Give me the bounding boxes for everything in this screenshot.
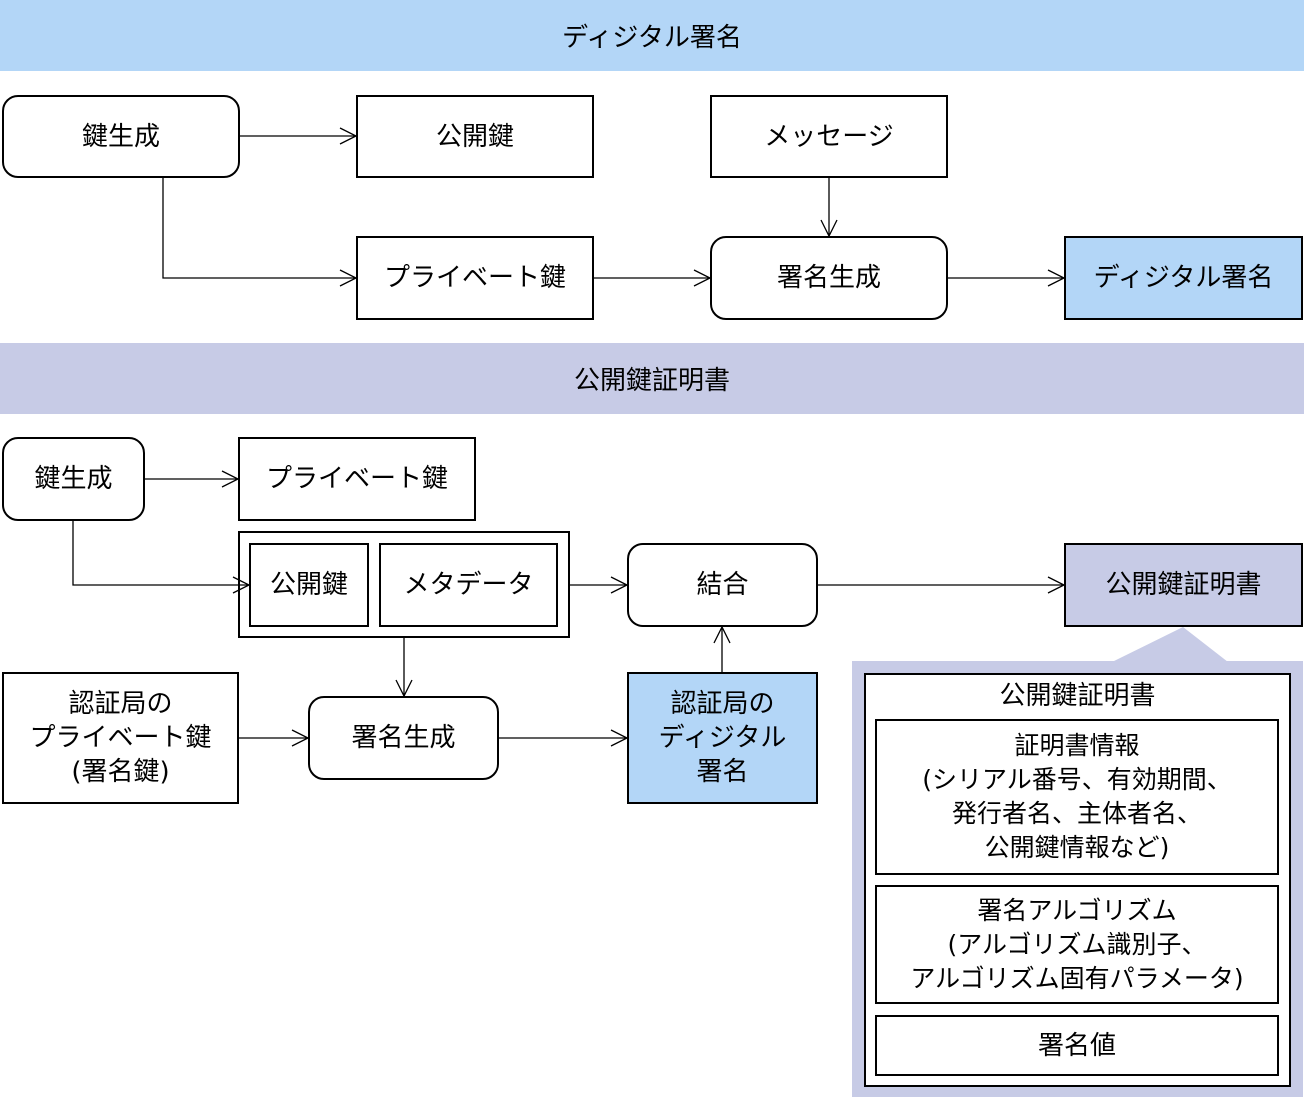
detail-signature-algorithm: 署名アルゴリズム (アルゴリズム識別子、 アルゴリズム固有パラメータ): [875, 885, 1279, 1004]
section-title-public-key-certificate: 公開鍵証明書: [573, 366, 730, 396]
node-digital-signature-label: ディジタル署名: [1093, 263, 1274, 293]
detail-signature-value: 署名値: [875, 1015, 1279, 1076]
node-public-key: 公開鍵: [356, 95, 594, 178]
detail-cert-info: 証明書情報 (シリアル番号、有効期間、 発行者名、主体者名、 公開鍵情報など): [875, 719, 1279, 875]
node-private-key: プライベート鍵: [356, 236, 594, 320]
node-signature-generation: 署名生成: [710, 236, 948, 320]
node-cert-private-key: プライベート鍵: [238, 437, 476, 521]
detail-signature-algorithm-label: 署名アルゴリズム (アルゴリズム識別子、 アルゴリズム固有パラメータ): [910, 895, 1244, 993]
certificate-detail-title: 公開鍵証明書: [999, 681, 1156, 711]
node-cert-public-key: 公開鍵: [249, 543, 369, 627]
node-public-key-certificate: 公開鍵証明書: [1064, 543, 1303, 627]
node-cert-signature-generation-label: 署名生成: [351, 723, 456, 753]
node-combine: 結合: [627, 543, 818, 627]
arrow-keygen-to-private-key: [162, 178, 358, 287]
node-signature-generation-label: 署名生成: [776, 263, 881, 293]
detail-signature-value-label: 署名値: [1037, 1030, 1116, 1061]
certificate-callout-pointer: [1112, 627, 1228, 662]
node-cert-public-key-label: 公開鍵: [269, 570, 348, 600]
node-cert-signature-generation: 署名生成: [308, 696, 499, 780]
node-cert-private-key-label: プライベート鍵: [265, 464, 448, 494]
node-metadata: メタデータ: [379, 543, 558, 627]
section-title-digital-signature: ディジタル署名: [562, 23, 742, 53]
section-band-public-key-certificate: 公開鍵証明書: [0, 343, 1304, 414]
node-private-key-label: プライベート鍵: [383, 263, 566, 293]
section-band-digital-signature: ディジタル署名: [0, 0, 1304, 71]
detail-cert-info-label: 証明書情報 (シリアル番号、有効期間、 発行者名、主体者名、 公開鍵情報など): [922, 731, 1232, 862]
node-digital-signature: ディジタル署名: [1064, 236, 1303, 320]
node-public-key-certificate-label: 公開鍵証明書: [1105, 570, 1262, 600]
node-key-generation-label: 鍵生成: [81, 121, 160, 152]
node-cert-key-generation: 鍵生成: [2, 437, 145, 521]
node-cert-key-generation-label: 鍵生成: [34, 464, 113, 494]
node-combine-label: 結合: [696, 570, 749, 600]
node-ca-private-key-label: 認証局の プライベート鍵 (署名鍵): [29, 689, 212, 787]
node-public-key-label: 公開鍵: [435, 121, 514, 152]
node-ca-digital-signature-label: 認証局の ディジタル 署名: [658, 689, 787, 787]
node-message: メッセージ: [710, 95, 948, 178]
node-key-generation: 鍵生成: [2, 95, 240, 178]
node-metadata-label: メタデータ: [403, 570, 534, 600]
node-ca-digital-signature: 認証局の ディジタル 署名: [627, 672, 818, 804]
node-ca-private-key: 認証局の プライベート鍵 (署名鍵): [2, 672, 239, 804]
arrow-cert-keygen-to-public-key: [72, 521, 251, 594]
node-message-label: メッセージ: [764, 121, 894, 152]
